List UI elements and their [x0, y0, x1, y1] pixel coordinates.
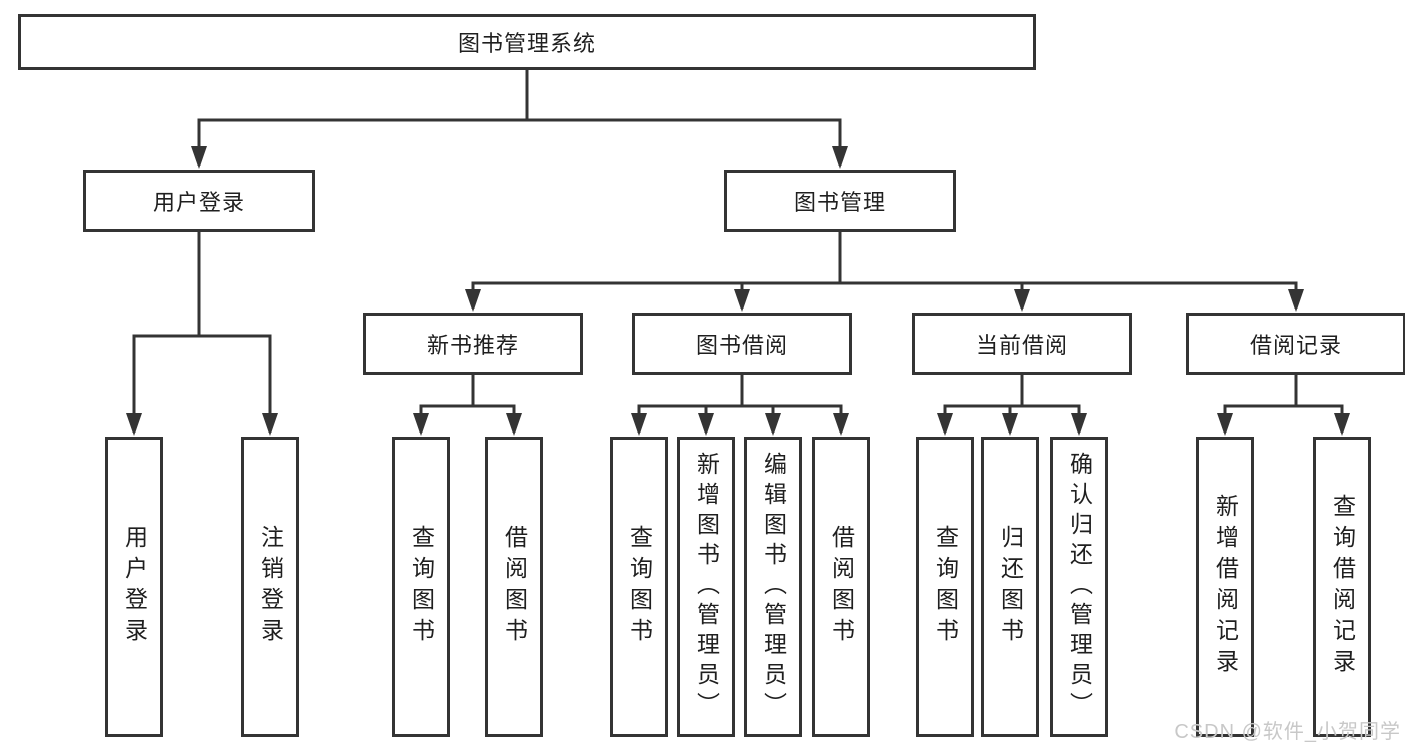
node-root: 图书管理系统 — [18, 14, 1036, 70]
leaf-label: 新增借阅记录 — [1212, 494, 1239, 680]
leaf-query-books-recommend: 查询图书 — [392, 437, 450, 737]
node-label: 图书管理 — [793, 190, 886, 215]
node-label: 用户登录 — [152, 190, 245, 215]
node-label: 借阅记录 — [1249, 333, 1342, 358]
leaf-label: 查询图书 — [626, 525, 653, 649]
leaf-logout: 注销登录 — [241, 437, 299, 737]
node-label: 图书借阅 — [695, 333, 788, 358]
leaf-borrow-books-borrowing: 借阅图书 — [812, 437, 870, 737]
leaf-label: 注销登录 — [257, 525, 284, 649]
node-book-management: 图书管理 — [724, 170, 956, 232]
node-label: 新书推荐 — [426, 333, 519, 358]
leaf-label: 查询图书 — [932, 525, 959, 649]
leaf-add-borrow-record: 新增借阅记录 — [1196, 437, 1254, 737]
leaf-return-book: 归还图书 — [981, 437, 1039, 737]
leaf-label: 查询图书 — [408, 525, 435, 649]
leaf-confirm-return-admin: 确认归还（管理员） — [1050, 437, 1108, 737]
leaf-query-books-borrowing: 查询图书 — [610, 437, 668, 737]
node-borrowing-records: 借阅记录 — [1186, 313, 1405, 375]
node-book-borrowing: 图书借阅 — [632, 313, 852, 375]
leaf-label: 新增图书（管理员） — [693, 452, 720, 722]
leaf-edit-book-admin: 编辑图书（管理员） — [744, 437, 802, 737]
leaf-user-login: 用户登录 — [105, 437, 163, 737]
leaf-label: 归还图书 — [997, 525, 1024, 649]
node-user-login: 用户登录 — [83, 170, 315, 232]
leaf-query-books-current: 查询图书 — [916, 437, 974, 737]
leaf-label: 编辑图书（管理员） — [760, 452, 787, 722]
node-label: 图书管理系统 — [457, 31, 596, 56]
leaf-label: 查询借阅记录 — [1329, 494, 1356, 680]
leaf-label: 用户登录 — [121, 525, 148, 649]
leaf-label: 确认归还（管理员） — [1066, 452, 1093, 722]
leaf-query-borrow-record: 查询借阅记录 — [1313, 437, 1371, 737]
leaf-add-book-admin: 新增图书（管理员） — [677, 437, 735, 737]
node-label: 当前借阅 — [975, 333, 1068, 358]
node-new-book-recommend: 新书推荐 — [363, 313, 583, 375]
leaf-borrow-books-recommend: 借阅图书 — [485, 437, 543, 737]
leaf-label: 借阅图书 — [501, 525, 528, 649]
leaf-label: 借阅图书 — [828, 525, 855, 649]
watermark: CSDN @软件_小贺同学 — [1174, 721, 1401, 743]
node-current-borrowing: 当前借阅 — [912, 313, 1132, 375]
